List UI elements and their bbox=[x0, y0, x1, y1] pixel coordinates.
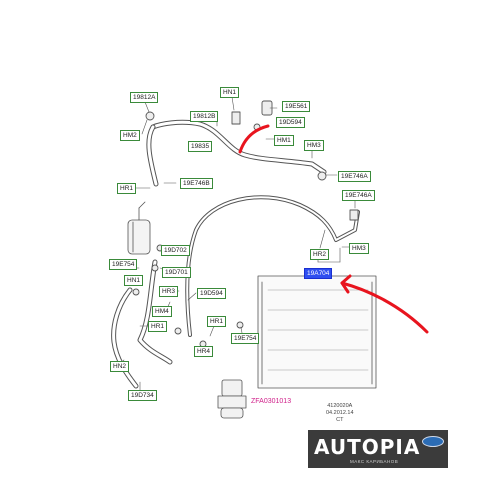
label-19D594-top: 19D594 bbox=[276, 117, 305, 128]
hose-19D734 bbox=[111, 259, 173, 389]
condenser bbox=[257, 275, 377, 389]
brand-logo: AUTOPIA МАКС КАРИБАНОВ bbox=[308, 430, 448, 468]
label-HN2: HN2 bbox=[110, 361, 130, 372]
receiver-drier bbox=[127, 201, 151, 255]
label-19812B: 19812B bbox=[190, 111, 219, 122]
label-HM3-top: HM3 bbox=[304, 140, 324, 151]
label-HM2: HM2 bbox=[120, 130, 140, 141]
label-19A704: 19A704 bbox=[304, 268, 333, 279]
label-19E746B: 19E746B bbox=[180, 178, 213, 189]
label-19D734: 19D734 bbox=[128, 390, 157, 401]
label-HM4: HM4 bbox=[152, 306, 172, 317]
label-19D701: 19D701 bbox=[162, 267, 191, 278]
hose-19835 bbox=[146, 119, 327, 187]
label-HM1: HM1 bbox=[274, 135, 294, 146]
hose-19A704 bbox=[185, 195, 360, 337]
drawing-number: 4120020A bbox=[327, 403, 353, 409]
label-HM3-right: HM3 bbox=[349, 243, 369, 254]
label-19812A: 19812A bbox=[130, 92, 159, 103]
drawing-info: 4120020A 04.2012.14 CT bbox=[326, 403, 354, 424]
label-19E746A-lower: 19E746A bbox=[342, 190, 375, 201]
brand-badge-icon bbox=[422, 436, 444, 447]
label-19E754-right: 19E754 bbox=[231, 333, 260, 344]
drawing-code: CT bbox=[336, 417, 344, 423]
label-HR1-upper: HR1 bbox=[117, 183, 137, 194]
part-code-pressure-switch: ZFA0301013 bbox=[251, 398, 292, 405]
brand-subtitle: МАКС КАРИБАНОВ bbox=[350, 459, 399, 464]
drawing-date: 04.2012.14 bbox=[326, 410, 354, 416]
label-HR3: HR3 bbox=[159, 286, 179, 297]
label-HR2: HR2 bbox=[310, 249, 330, 260]
label-19D594-bottom: 19D594 bbox=[197, 288, 226, 299]
label-19835: 19835 bbox=[188, 141, 213, 152]
brand-name: AUTOPIA bbox=[314, 435, 421, 459]
label-HN1-top: HN1 bbox=[220, 87, 240, 98]
label-HR1-lower: HR1 bbox=[148, 321, 168, 332]
label-HR1-right: HR1 bbox=[207, 316, 227, 327]
red-arrows bbox=[238, 124, 429, 334]
label-HN1-left: HN1 bbox=[124, 275, 144, 286]
label-19E746A-upper: 19E746A bbox=[338, 171, 371, 182]
pressure-switch bbox=[217, 379, 247, 419]
label-HR4: HR4 bbox=[194, 346, 214, 357]
label-19D702: 19D702 bbox=[161, 245, 190, 256]
label-19E561: 19E561 bbox=[282, 101, 311, 112]
label-19E754-left: 19E754 bbox=[109, 259, 138, 270]
